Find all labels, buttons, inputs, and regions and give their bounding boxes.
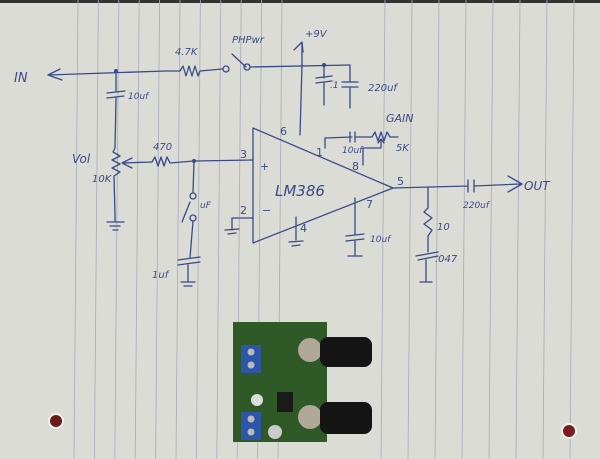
lm386-symbol	[252, 127, 394, 244]
potentiometer-body	[298, 338, 322, 362]
label-c-gain: 10uf	[342, 146, 364, 156]
label-r-input: 4.7K	[175, 47, 199, 58]
label-r-series: 470	[153, 142, 172, 153]
paper-rule-line	[461, 0, 467, 459]
pin-4: 4	[300, 222, 307, 235]
label-r-gain: 5K	[396, 143, 410, 154]
resistor-470	[151, 156, 195, 167]
cap-0p1	[315, 64, 333, 106]
vol-potentiometer	[111, 147, 121, 216]
pin-5: 5	[397, 175, 404, 188]
paper-rule-line	[569, 0, 575, 459]
terminal-screw	[247, 428, 255, 436]
paper-rule-line	[155, 0, 160, 459]
label-c-switch: uF	[200, 201, 212, 211]
label-c-bypass: 10uf	[370, 235, 392, 245]
label-vol: Vol	[72, 152, 91, 166]
pin6-wire	[299, 64, 303, 136]
label-c-supply-small: .1	[330, 81, 339, 91]
wiper-arrow	[121, 157, 153, 169]
supply-wire	[249, 64, 351, 68]
paper-rule-line	[542, 0, 548, 459]
pin-7: 7	[366, 198, 373, 211]
paper-rule-line	[73, 0, 79, 459]
cap-1uf-ground	[177, 220, 201, 287]
cap-220uf-supply	[341, 64, 359, 109]
paper-hole-left-fill	[50, 415, 62, 427]
supply-arrow	[293, 41, 304, 66]
paper-rule-line	[515, 0, 521, 459]
paper-rule-line	[175, 0, 181, 459]
pin-8: 8	[352, 160, 359, 173]
electrolytic-cap	[268, 425, 282, 439]
paper-rule-line	[216, 0, 222, 459]
potentiometer-body	[298, 405, 322, 429]
zobel-network	[415, 186, 439, 283]
pin3-wire	[193, 159, 254, 162]
pin-6: 6	[280, 125, 287, 138]
terminal-block-top	[241, 345, 261, 373]
paper-rule-line	[134, 0, 140, 459]
label-gain: GAIN	[386, 112, 414, 125]
paper-rule-line	[488, 0, 494, 459]
gain-network	[324, 131, 399, 149]
label-c-bypass-in: 1uf	[152, 270, 170, 281]
paper-rule-line	[196, 0, 201, 459]
label-c-supply-big: 220uf	[368, 83, 398, 94]
ground-vol	[106, 214, 125, 231]
label-c-out: 220uf	[463, 201, 491, 211]
terminal-block-bottom	[241, 412, 261, 440]
paper-rule-line	[434, 0, 440, 459]
label-switch: PHPwr	[232, 35, 265, 46]
paper-rule-line	[380, 0, 386, 459]
cap-10uf-bypass	[345, 197, 365, 257]
terminal-screw	[247, 361, 255, 369]
opamp-minus: −	[262, 204, 271, 217]
resistor-4k7	[164, 65, 223, 77]
terminal-screw	[247, 415, 255, 423]
paper-rule-line	[407, 0, 413, 459]
label-c-input: 10uf	[128, 92, 150, 102]
label-c-zobel: .047	[435, 254, 458, 265]
gain-pot-wiper	[362, 138, 385, 166]
pin-3: 3	[240, 148, 247, 161]
switch-contact-a	[222, 65, 230, 73]
switch2-contact-a	[189, 192, 197, 200]
lm386-chip	[277, 392, 293, 412]
pin2-ground	[224, 217, 254, 235]
label-vol-pot: 10K	[92, 174, 113, 185]
schematic-drawing	[47, 41, 523, 287]
switch2-wire	[192, 160, 195, 193]
label-chip: LM386	[275, 182, 325, 200]
gain-knob[interactable]	[320, 402, 372, 434]
paper-rule-line	[94, 0, 99, 459]
label-output: OUT	[524, 179, 551, 193]
pcb-module	[233, 322, 372, 442]
cap-10uf-input	[106, 70, 126, 149]
switch-lever	[231, 53, 247, 68]
pin4-ground	[288, 216, 304, 247]
opamp-plus: +	[260, 160, 269, 173]
volume-knob[interactable]	[320, 337, 372, 367]
label-input: IN	[14, 71, 28, 86]
label-r-zobel: 10	[437, 222, 450, 233]
electrolytic-cap	[251, 394, 263, 406]
input-arrow	[47, 68, 166, 81]
paper-top-edge	[0, 0, 600, 3]
output-network	[392, 175, 523, 193]
switch2-lever	[181, 201, 191, 223]
pin-1: 1	[316, 146, 323, 159]
paper-hole-right-fill	[563, 425, 575, 437]
label-supply: +9V	[305, 29, 328, 40]
pin-2: 2	[240, 204, 247, 217]
schematic-labels: IN 4.7K PHPwr +9V 10uf .1 220uf Vol 10K …	[14, 29, 551, 281]
terminal-screw	[247, 348, 255, 356]
